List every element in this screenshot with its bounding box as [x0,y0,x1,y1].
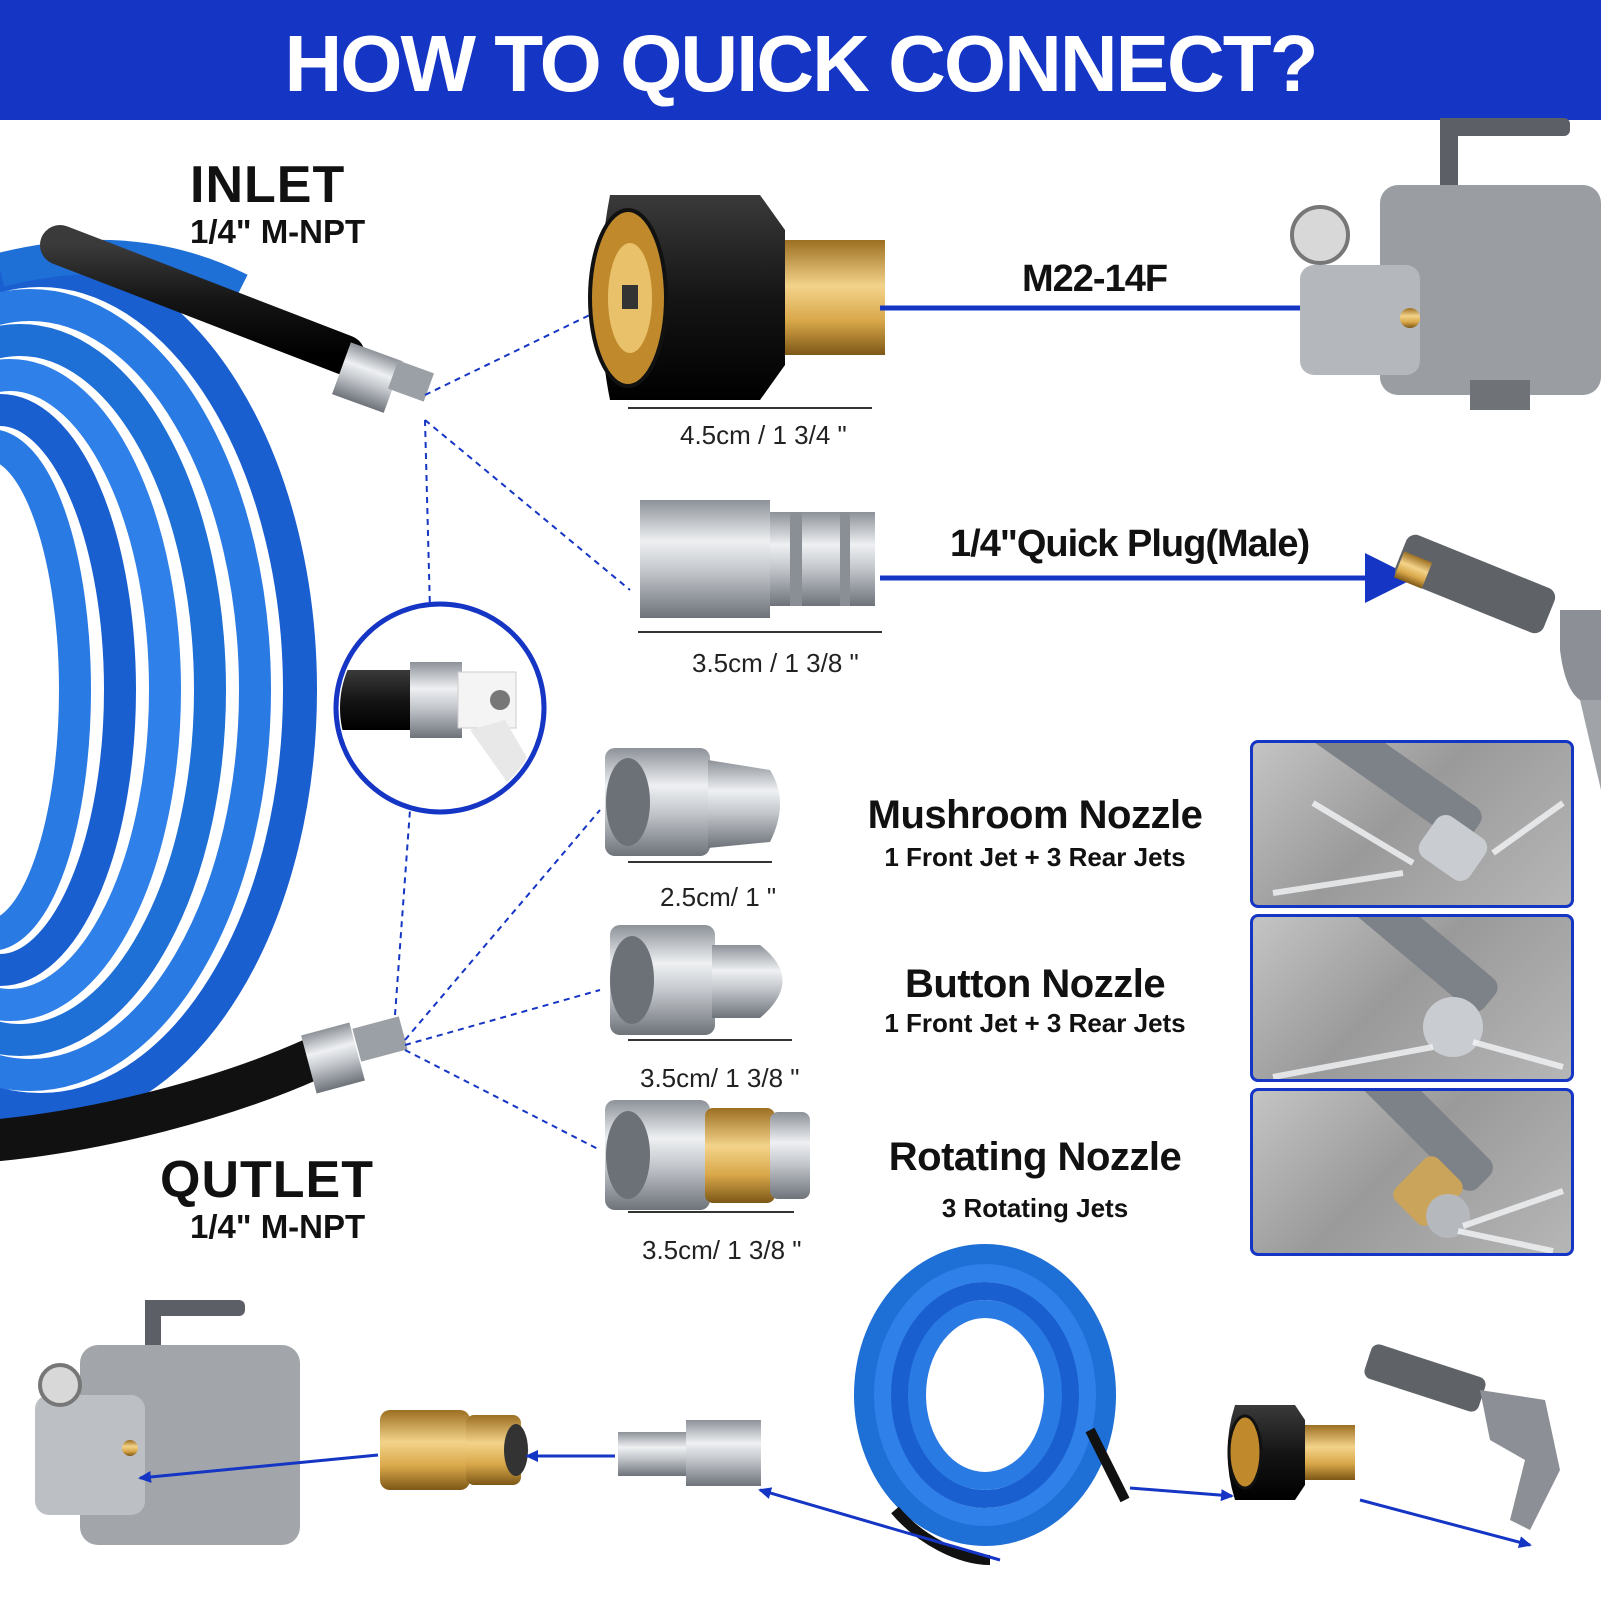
pressure-washer-icon [1290,118,1601,410]
leader-lines [394,309,631,1151]
outlet-thread: 1/4" M-NPT [190,1208,366,1245]
quick-plug-icon [640,500,875,618]
quick-plug-icon [618,1420,761,1486]
nozzle-name-mushroom: Mushroom Nozzle [867,793,1203,837]
connector-size-quick-plug: 3.5cm / 1 3/8 " [692,648,859,678]
button-nozzle-photo [1250,914,1574,1082]
female-quick-coupler-icon [380,1410,528,1490]
outlet-fitting-icon [301,1016,408,1094]
outlet-label: QUTLET [160,1151,374,1209]
spray-gun-icon [1393,534,1601,790]
rotating-nozzle-icon [605,1100,810,1210]
connector-size-m22: 4.5cm / 1 3/4 " [680,420,847,450]
nozzle-jets-mushroom: 1 Front Jet + 3 Rear Jets [884,842,1186,872]
mushroom-nozzle-photo [1250,740,1574,908]
pressure-washer-icon [35,1300,300,1545]
hose-coil-icon [0,225,365,1161]
nozzle-size-mushroom: 2.5cm/ 1 " [660,882,777,912]
nozzle-jets-button: 1 Front Jet + 3 Rear Jets [884,1008,1186,1038]
rotating-nozzle-photo [1250,1088,1574,1256]
nozzle-size-rotating: 3.5cm/ 1 3/8 " [642,1235,802,1265]
button-nozzle-icon [610,925,783,1035]
spray-gun-icon [1364,1344,1560,1530]
page-title: HOW TO QUICK CONNECT? [284,19,1318,108]
nozzle-jets-rotating: 3 Rotating Jets [941,1193,1129,1223]
m22-coupler-icon [1227,1405,1355,1500]
connector-name-m22: M22-14F [1022,258,1168,300]
inlet-fitting-icon [332,342,434,413]
mushroom-nozzle-icon [605,748,780,856]
inlet-label: INLET [190,156,346,214]
nozzle-name-button: Button Nozzle [904,962,1166,1006]
header-banner [0,0,1601,120]
nozzle-name-rotating: Rotating Nozzle [888,1135,1182,1179]
nozzle-size-button: 3.5cm/ 1 3/8 " [640,1063,800,1093]
thread-tape-inset-icon [333,601,547,815]
inlet-thread: 1/4" M-NPT [190,213,366,250]
hose-coil-icon [854,1244,1130,1565]
m22-coupler-icon [588,195,885,400]
connector-name-quick-plug: 1/4"Quick Plug(Male) [950,523,1310,565]
